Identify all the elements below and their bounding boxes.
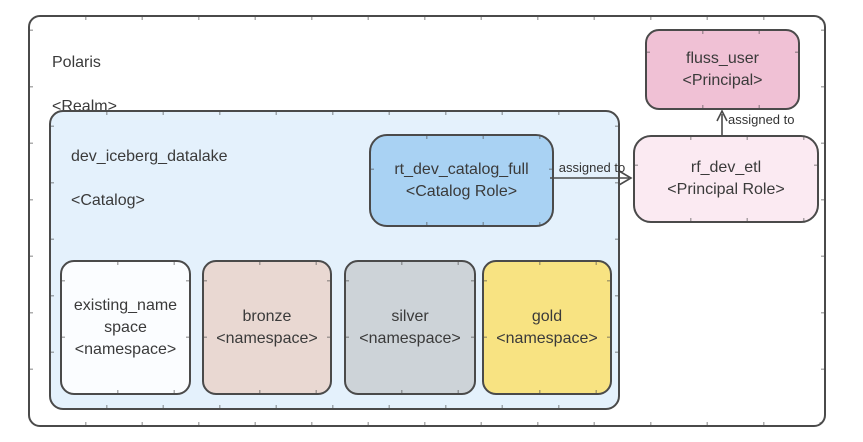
principal-role-name: rf_dev_etl — [690, 159, 762, 176]
namespace-name: existing_name space — [73, 296, 178, 336]
catalog-role-name: rt_dev_catalog_full — [394, 160, 529, 178]
catalog-label: dev_iceberg_datalake <Catalog> — [71, 124, 228, 234]
namespace-name: gold — [531, 307, 563, 325]
principal-role-node: rf_dev_etl <Principal Role> — [633, 135, 819, 223]
catalog-role-node: rt_dev_catalog_full <Catalog Role> — [369, 134, 554, 227]
namespace-name: silver — [391, 307, 429, 325]
namespace-name: bronze — [242, 307, 292, 325]
edge-label-assigned-to: assigned to — [728, 112, 795, 127]
realm-name: Polaris — [52, 54, 101, 71]
namespace-kind: <namespace> — [216, 329, 318, 347]
edge-label-assigned-to: assigned to — [558, 160, 626, 175]
namespace-node-existing-namespace: existing_name space <namespace> — [60, 260, 191, 395]
catalog-name: dev_iceberg_datalake — [71, 148, 228, 165]
principal-kind: <Principal> — [682, 71, 763, 89]
namespace-kind: <namespace> — [74, 340, 177, 358]
catalog-role-kind: <Catalog Role> — [405, 182, 518, 200]
catalog-box: dev_iceberg_datalake <Catalog> rt_dev_ca… — [49, 110, 620, 410]
principal-name: fluss_user — [686, 49, 759, 67]
principal-role-kind: <Principal Role> — [667, 181, 785, 198]
namespace-kind: <namespace> — [496, 329, 598, 347]
catalog-kind: <Catalog> — [71, 192, 145, 209]
principal-node: fluss_user <Principal> — [645, 29, 800, 110]
namespace-node-silver: silver <namespace> — [344, 260, 476, 395]
namespace-kind: <namespace> — [359, 329, 461, 347]
namespace-node-gold: gold <namespace> — [482, 260, 612, 395]
namespace-node-bronze: bronze <namespace> — [202, 260, 332, 395]
